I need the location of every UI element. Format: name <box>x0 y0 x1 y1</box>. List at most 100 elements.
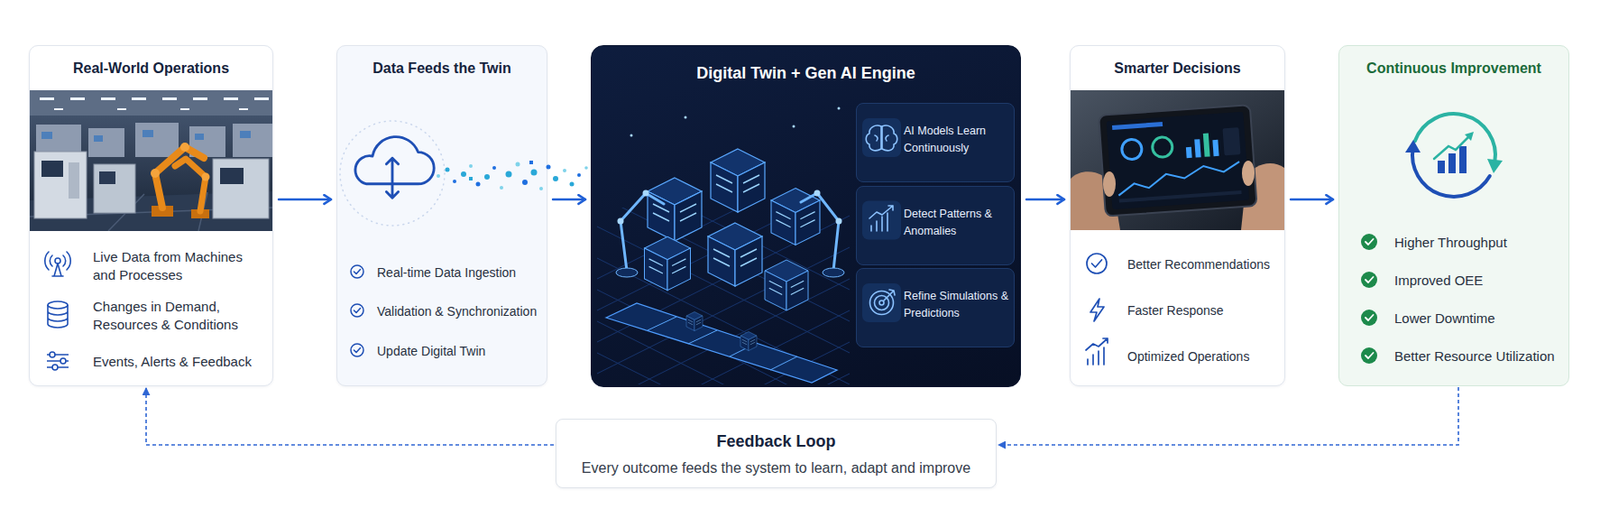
factory-photo <box>194 133 204 140</box>
digital-twin-wireframe <box>771 188 820 246</box>
factory-photo <box>101 97 116 101</box>
text-row: Live Data from Machines and Processes <box>92 248 260 285</box>
cloud-icon <box>340 120 445 226</box>
tablet-photo <box>1119 190 1242 203</box>
digital-twin-wireframe <box>617 107 843 225</box>
cloud-icon <box>355 137 434 184</box>
stage-panel: Data Feeds the TwinReal-time Data Ingest… <box>336 45 548 387</box>
list-item: Lower Downtime <box>1394 309 1496 328</box>
flow-arrow <box>1026 198 1065 201</box>
stage-panel: Smarter DecisionsBetter RecommendationsF… <box>1069 45 1286 387</box>
factory-photo <box>41 131 53 139</box>
factory-photo <box>239 108 249 111</box>
decision-icon <box>1085 338 1108 365</box>
data-stream <box>468 176 473 181</box>
card-icon <box>869 205 893 231</box>
digital-twin-wireframe <box>836 218 843 225</box>
factory-photo <box>131 97 147 101</box>
improvement-icon <box>1405 139 1421 153</box>
check-badge <box>1360 233 1378 250</box>
digital-twin-wireframe <box>837 107 841 111</box>
text-row: Better Resource Utilization <box>1394 347 1564 366</box>
digital-twin-wireframe <box>606 303 837 383</box>
signal-icon <box>45 251 71 276</box>
text-row: Update Digital Twin <box>377 341 543 360</box>
list-item: Live Data from Machines and Processes <box>92 248 260 285</box>
factory-photo <box>142 129 154 138</box>
check-icon <box>350 265 364 357</box>
factory-photo <box>54 108 64 111</box>
feedback-box: Feedback LoopEvery outcome feeds the sys… <box>555 418 997 488</box>
tablet-photo <box>1241 160 1255 186</box>
list-item: Events, Alerts & Feedback <box>92 352 252 371</box>
improvement-icon <box>1415 113 1496 163</box>
data-stream <box>505 171 513 178</box>
card-label: Detect Patterns & Anomalies <box>903 205 1012 240</box>
digital-twin-wireframe <box>647 177 702 241</box>
decision-icon <box>1090 298 1104 322</box>
stage-panel: Real-World OperationsLive Data from Mach… <box>28 45 274 387</box>
text-row: Digital Twin + Gen AI Engine <box>600 62 1012 84</box>
text-row: Feedback Loop <box>563 431 989 451</box>
check-badge <box>1360 233 1378 364</box>
decision-icon <box>1085 253 1108 365</box>
check-icon <box>354 348 361 353</box>
factory-photo <box>41 129 251 142</box>
check-badge <box>1360 271 1378 288</box>
data-stream <box>539 186 543 191</box>
list-item: Update Digital Twin <box>377 341 486 360</box>
tablet-photo <box>1203 132 1211 157</box>
factory-photo <box>150 168 160 178</box>
factory-photo <box>36 122 273 157</box>
check-badge <box>1360 347 1378 364</box>
data-stream <box>445 167 451 173</box>
factory-photo <box>155 147 204 208</box>
card-icon <box>879 300 884 305</box>
factory-photo <box>29 191 273 231</box>
digital-twin-wireframe <box>800 193 839 271</box>
card-label: Refine Simulations & Predictions <box>903 287 1012 322</box>
database-icon <box>47 304 68 328</box>
panel-title: Continuous Improvement <box>1344 58 1564 79</box>
tablet-photo <box>1222 127 1241 156</box>
tablet-photo <box>1151 136 1173 157</box>
check-badge <box>1365 239 1374 359</box>
data-stream <box>436 160 589 191</box>
digital-twin-wireframe <box>814 190 821 197</box>
digital-twin-wireframe <box>792 125 796 129</box>
digital-twin-wireframe <box>597 207 850 385</box>
data-stream <box>584 165 589 170</box>
data-stream <box>529 160 534 165</box>
digital-twin-wireframe <box>684 116 688 120</box>
tablet-photo <box>1194 138 1201 157</box>
factory-photo <box>39 97 55 101</box>
text-row: Smarter Decisions <box>1075 58 1279 79</box>
list-item: Faster Response <box>1127 301 1224 320</box>
factory-photo <box>189 126 226 157</box>
data-stream <box>552 175 559 182</box>
tablet-photo <box>1070 90 1285 230</box>
data-stream <box>452 179 457 184</box>
tablet-photo <box>1241 163 1285 230</box>
text-row: Every outcome feeds the system to learn,… <box>563 459 989 478</box>
digital-twin-wireframe <box>597 207 850 385</box>
list-item: Better Resource Utilization <box>1394 347 1555 366</box>
factory-photo <box>34 151 87 219</box>
data-stream <box>577 173 581 177</box>
data-stream <box>531 169 538 176</box>
card-icon <box>874 295 890 311</box>
factory-photo <box>193 97 208 101</box>
tablet-photo <box>1070 171 1121 230</box>
flow-arrow <box>552 198 586 201</box>
tablet-photo <box>1186 147 1193 158</box>
engine-card: Detect Patterns & Anomalies <box>855 185 1015 266</box>
panel-title: Data Feeds the Twin <box>342 58 542 79</box>
sliders-icon <box>49 351 56 358</box>
digital-twin-wireframe <box>620 193 664 271</box>
card-icon <box>883 289 895 301</box>
factory-photo <box>29 90 273 116</box>
factory-photo <box>68 162 80 199</box>
factory-photo <box>212 158 269 219</box>
card-label: AI Models Learn Continuously <box>903 122 1012 157</box>
